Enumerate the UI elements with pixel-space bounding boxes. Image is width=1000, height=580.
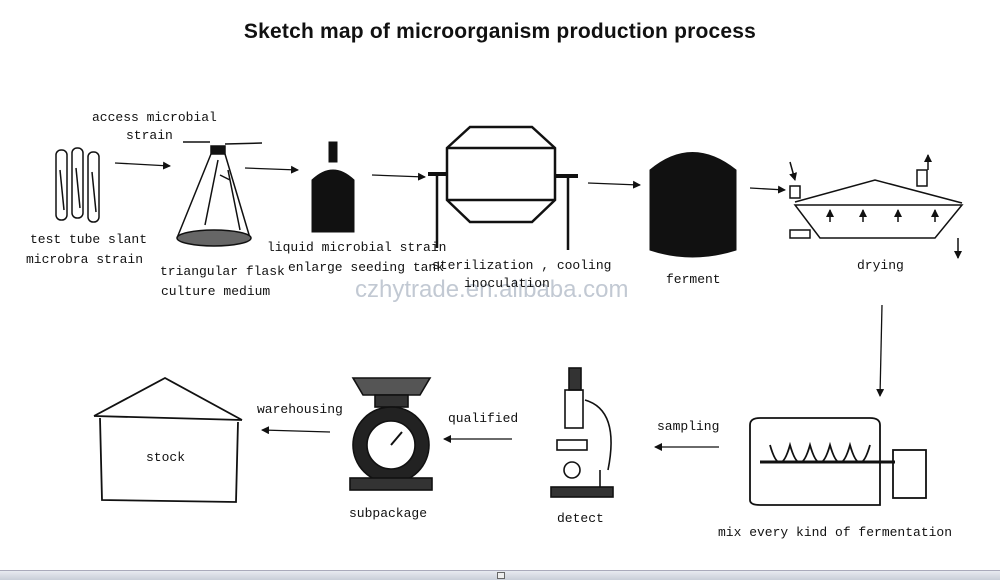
drying-unit-icon <box>789 154 964 259</box>
diagram-title: Sketch map of microorganism production p… <box>243 20 757 43</box>
arrow-6 <box>876 304 885 397</box>
detect-label: detect <box>557 511 604 526</box>
subpackage-label: subpackage <box>349 506 428 521</box>
ferment-label: ferment <box>666 272 721 287</box>
test-tube-label-2: microbra strain <box>26 252 144 267</box>
qualified-label: qualified <box>448 411 519 426</box>
seeding-tank-icon <box>311 141 355 233</box>
arrow-5 <box>749 185 786 194</box>
access-strain-label-1: access microbial <box>92 110 217 125</box>
arrow-4 <box>587 180 641 189</box>
test-tube-label-1: test tube slant <box>30 232 148 247</box>
arrow-9 <box>261 426 331 435</box>
microscope-icon <box>550 367 614 498</box>
arrow-1 <box>114 161 171 170</box>
sterilization-label-1: sterilization , cooling <box>432 258 612 273</box>
scrollbar-grip-icon[interactable] <box>497 572 505 579</box>
arrow-2 <box>244 165 299 174</box>
mixer-icon <box>749 417 927 506</box>
ferment-tank-icon <box>649 152 737 258</box>
flask-label-1: triangular flask <box>160 264 285 279</box>
stock-label: stock <box>146 450 186 465</box>
sampling-label: sampling <box>657 419 720 434</box>
sterilization-vessel-icon <box>428 125 578 250</box>
mix-label: mix every kind of fermentation <box>718 525 953 540</box>
access-strain-label-2: strain <box>126 128 173 143</box>
flask-label-2: culture medium <box>161 284 271 299</box>
drying-label: drying <box>857 258 904 273</box>
warehousing-label: warehousing <box>257 402 343 417</box>
arrow-3 <box>371 172 426 181</box>
seeding-tank-label-1: liquid microbial strain <box>267 240 447 255</box>
triangular-flask-icon <box>176 141 263 247</box>
sterilization-label-2: inoculation <box>464 276 550 291</box>
scale-icon <box>349 377 433 491</box>
test-tube-icon <box>55 147 100 223</box>
seeding-tank-label-2: enlarge seeding tank <box>288 260 445 275</box>
watermark: czhytrade.en.alibaba.com <box>355 276 629 303</box>
warehouse-icon <box>93 376 243 503</box>
